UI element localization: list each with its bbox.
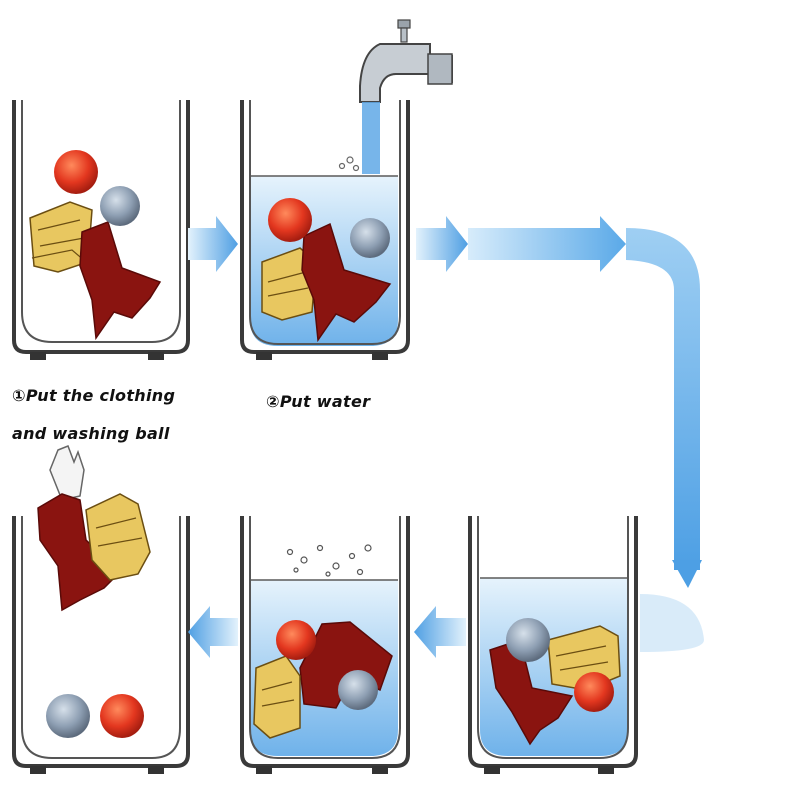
clothing-icon (301, 222, 392, 343)
washing-ball-icon (100, 186, 140, 226)
container-foot (372, 352, 388, 360)
faucet-icon (359, 19, 453, 103)
container-foot (148, 352, 164, 360)
clothing-icon (299, 621, 393, 709)
container-inner-outline (21, 516, 181, 759)
washing-ball-icon (506, 618, 550, 662)
container-outline (240, 100, 410, 354)
container-foot (372, 766, 388, 774)
container-outline (468, 516, 638, 768)
clothing-icon (253, 655, 301, 739)
container-foot (256, 352, 272, 360)
container-outline (12, 516, 190, 768)
container-foot (256, 766, 272, 774)
container-foot (484, 766, 500, 774)
washing-ball-icon (268, 198, 312, 242)
washing-ball-icon (574, 672, 614, 712)
step-1-caption-line-1: ①Put the clothing (12, 386, 176, 405)
washing-ball-icon (350, 218, 390, 258)
container-step-3 (468, 516, 638, 774)
flow-arrow-icon (414, 606, 466, 658)
container-inner-outline (21, 100, 181, 343)
clothing-icon (79, 221, 162, 341)
container-outline (240, 516, 410, 768)
water-stream (362, 102, 380, 174)
container-inner-outline (249, 516, 401, 759)
washing-ball-icon (100, 694, 144, 738)
flow-arrow-icon (188, 606, 238, 658)
washing-ball-icon (46, 694, 90, 738)
washing-ball-icon (338, 670, 378, 710)
container-inner-outline (249, 100, 401, 345)
clothing-icon (489, 639, 574, 746)
container-foot (30, 766, 46, 774)
washing-ball-icon (276, 620, 316, 660)
container-step-2 (240, 19, 453, 360)
container-foot (30, 352, 46, 360)
step-1-caption-line-2: and washing ball (12, 424, 170, 443)
flow-arrow-icon (416, 216, 468, 272)
clothing-icon (85, 493, 151, 581)
flow-arrow-icon (188, 216, 238, 272)
hand-icon (49, 445, 85, 501)
container-foot (148, 766, 164, 774)
flow-arrow-icon (468, 216, 626, 272)
container-step-1 (12, 100, 190, 360)
container-step-5 (12, 445, 190, 774)
container-outline (12, 100, 190, 354)
container-step-4 (240, 516, 410, 774)
clothing-icon (37, 493, 122, 612)
flow-pipe (626, 228, 704, 652)
container-inner-outline (477, 516, 629, 759)
washing-ball-icon (54, 150, 98, 194)
bubbles (286, 544, 372, 577)
container-foot (598, 766, 614, 774)
step-2-caption: ②Put water (266, 392, 371, 411)
